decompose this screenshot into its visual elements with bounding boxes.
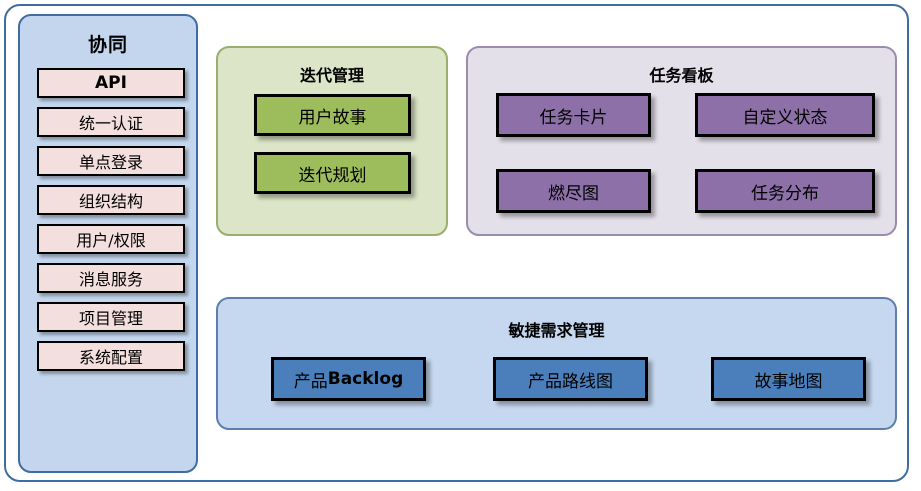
- agile-box-product-backlog-latin: Backlog: [327, 369, 404, 389]
- iteration-panel-title: 迭代管理: [299, 66, 364, 85]
- sidebar-item-unified-auth[interactable]: 统一认证: [37, 107, 185, 137]
- sidebar-item-system-config[interactable]: 系统配置: [37, 341, 185, 371]
- agile-panel-title: 敏捷需求管理: [508, 321, 605, 340]
- task-board-panel-title: 任务看板: [649, 66, 714, 85]
- iteration-box-iteration-planning[interactable]: 迭代规划: [254, 152, 411, 194]
- agile-box-product-roadmap[interactable]: 产品路线图: [493, 357, 648, 401]
- task-box-burndown-chart[interactable]: 燃尽图: [496, 169, 651, 213]
- iteration-box-user-story[interactable]: 用户故事: [254, 94, 411, 136]
- agile-box-product-backlog-cn: 产品: [293, 371, 328, 392]
- task-board-panel: 任务看板 任务卡片 自定义状态 燃尽图 任务分布: [466, 46, 897, 236]
- sidebar-item-project-management[interactable]: 项目管理: [37, 302, 185, 332]
- task-box-custom-status[interactable]: 自定义状态: [695, 93, 875, 137]
- sidebar-item-message-service[interactable]: 消息服务: [37, 263, 185, 293]
- sidebar-panel: 协同 API 统一认证 单点登录 组织结构 用户/权限 消息服务 项目管理 系统…: [18, 14, 198, 473]
- task-box-task-distribution[interactable]: 任务分布: [695, 169, 875, 213]
- sidebar-item-api[interactable]: API: [37, 68, 185, 98]
- sidebar-item-single-sign-on[interactable]: 单点登录: [37, 146, 185, 176]
- sidebar-item-list: API 统一认证 单点登录 组织结构 用户/权限 消息服务 项目管理 系统配置: [37, 68, 185, 380]
- sidebar-item-user-permission[interactable]: 用户/权限: [37, 224, 185, 254]
- task-box-task-card[interactable]: 任务卡片: [496, 93, 651, 137]
- sidebar-title: 协同: [87, 34, 128, 56]
- agile-box-story-map[interactable]: 故事地图: [711, 357, 866, 401]
- iteration-management-panel: 迭代管理 用户故事 迭代规划: [216, 46, 448, 236]
- sidebar-item-org-structure[interactable]: 组织结构: [37, 185, 185, 215]
